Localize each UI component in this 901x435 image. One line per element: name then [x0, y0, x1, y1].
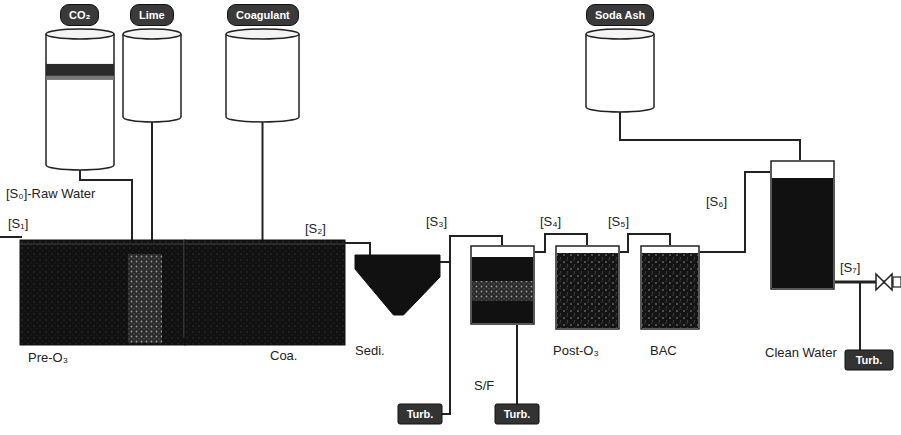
- turbidity-meter: Turb.: [398, 404, 442, 424]
- sample-point: [S₆]: [706, 194, 727, 210]
- unit-label: Post-O₃: [553, 343, 599, 359]
- chemical-tank: Soda Ash: [585, 4, 655, 112]
- pipe-connector: [620, 112, 800, 160]
- pipe-connector: [440, 262, 450, 414]
- unit-label: S/F: [474, 378, 494, 394]
- sample-point: [S₀]-Raw Water: [6, 186, 95, 202]
- chemical-label: Lime: [130, 4, 174, 26]
- media-shape: [555, 245, 620, 330]
- unit-label: BAC: [650, 343, 677, 359]
- chemical-label: Soda Ash: [586, 4, 654, 26]
- sample-point: [S₄]: [540, 214, 561, 230]
- tank-shape: [45, 4, 115, 170]
- sample-point: [S₂]: [305, 221, 326, 237]
- basinB-shape: [185, 240, 345, 345]
- unit-label: Sedi.: [355, 343, 385, 359]
- pipe-connector: [152, 122, 153, 240]
- pipe-connector: [700, 172, 770, 252]
- sample-point: [S₅]: [608, 214, 629, 230]
- chemical-tank: Coagulant: [225, 4, 300, 122]
- sf-shape: [470, 245, 535, 325]
- ozone-contactor: Post-O₃: [555, 245, 620, 330]
- pipe-connector: [835, 282, 860, 350]
- pipe-connector: [517, 325, 518, 404]
- chemical-tank: Lime: [122, 4, 182, 122]
- turbidity-meter: Turb.: [495, 404, 539, 424]
- sedimentation-tank: Sedi.: [355, 255, 440, 315]
- pipe-connector: [262, 122, 263, 240]
- sand-filter: S/F: [470, 245, 535, 325]
- sample-point: [S₃]: [426, 214, 447, 230]
- clean-shape: [770, 160, 835, 290]
- ozonation-basin: Pre-O₃: [20, 240, 185, 345]
- inlet-pipe: [0, 236, 22, 238]
- unit-label: Pre-O₃: [28, 350, 68, 366]
- meter-label: Turb.: [398, 404, 442, 424]
- valve-symbol: [876, 274, 901, 290]
- chemical-label: Coagulant: [227, 4, 299, 26]
- pipe-connector: [80, 170, 132, 240]
- media-shape: [640, 245, 700, 330]
- basinA-shape: [20, 240, 185, 345]
- meter-label: Turb.: [845, 350, 893, 370]
- bac-filter: BAC: [640, 245, 700, 330]
- sample-point: [S₇]: [840, 260, 860, 276]
- coagulation-basin: Coa.: [185, 240, 345, 345]
- turbidity-meter: Turb.: [845, 350, 893, 370]
- chemical-label: CO₂: [60, 4, 99, 26]
- meter-label: Turb.: [495, 404, 539, 424]
- chemical-tank: CO₂: [45, 4, 115, 170]
- clean-water-tank: Clean Water: [770, 160, 835, 290]
- unit-label: Clean Water: [765, 345, 837, 361]
- unit-label: Coa.: [270, 348, 297, 364]
- funnel-shape: [355, 255, 440, 315]
- pipe-connector: [345, 243, 370, 255]
- sample-point: [S₁]: [8, 216, 28, 232]
